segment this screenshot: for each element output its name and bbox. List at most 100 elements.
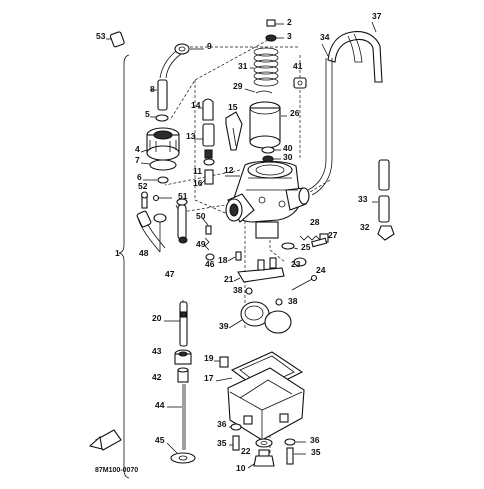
group-label: 1 bbox=[115, 248, 120, 258]
part-13-holder bbox=[194, 123, 215, 147]
part-19-jet bbox=[214, 356, 229, 368]
part-32-cap bbox=[377, 225, 395, 241]
callout-c27: 27 bbox=[328, 230, 338, 240]
part-8-hose-tube bbox=[150, 79, 168, 111]
callout-c36b: 36 bbox=[217, 419, 227, 429]
callout-c20: 20 bbox=[152, 313, 162, 323]
callout-c42: 42 bbox=[152, 372, 162, 382]
callout-c45: 45 bbox=[155, 435, 165, 445]
float-bowl bbox=[227, 367, 305, 441]
callout-c11: 11 bbox=[193, 166, 202, 176]
callout-c31: 31 bbox=[238, 61, 248, 71]
part-44-rod bbox=[167, 384, 186, 450]
part-15-bracket bbox=[225, 111, 243, 151]
callout-c52: 52 bbox=[138, 181, 148, 191]
part-27-screw bbox=[311, 237, 328, 248]
callout-c51: 51 bbox=[178, 191, 188, 201]
callout-c23: 23 bbox=[291, 259, 301, 269]
part-30-seal bbox=[262, 155, 281, 163]
callout-c29: 29 bbox=[233, 81, 243, 91]
part-24-pin bbox=[291, 274, 318, 291]
part-11-collar bbox=[203, 149, 215, 166]
part-36-washer-right bbox=[284, 438, 306, 446]
callout-c13: 13 bbox=[186, 131, 196, 141]
part-14-cap bbox=[198, 98, 214, 121]
part-25-spring bbox=[281, 242, 299, 250]
callout-c46: 46 bbox=[205, 259, 215, 269]
part-48-cable bbox=[136, 210, 167, 253]
callout-c4: 4 bbox=[135, 144, 140, 154]
part-2-screw bbox=[266, 19, 284, 27]
part-31-spring bbox=[250, 47, 279, 87]
callout-c36: 36 bbox=[310, 435, 320, 445]
part-43-holder bbox=[174, 349, 192, 365]
part-34-vent-hose bbox=[307, 43, 333, 196]
part-29-clip bbox=[244, 88, 273, 94]
part-3-washer bbox=[265, 34, 284, 42]
part-53-cap bbox=[106, 31, 125, 48]
callout-c12: 12 bbox=[224, 165, 234, 175]
part-10-drain-plug bbox=[247, 449, 275, 469]
part-23-washer bbox=[293, 257, 307, 267]
callout-c8: 8 bbox=[150, 84, 155, 94]
callout-c37: 37 bbox=[372, 11, 382, 21]
callout-c25: 25 bbox=[301, 242, 311, 252]
part-33-drain-tube bbox=[372, 159, 390, 223]
part-36-washer-left bbox=[229, 423, 242, 431]
callout-c32: 32 bbox=[360, 222, 370, 232]
part-41-clamp bbox=[293, 77, 307, 89]
callout-c21: 21 bbox=[224, 274, 234, 284]
part-22-washer bbox=[255, 438, 273, 448]
part-38-pin-right bbox=[275, 298, 283, 306]
callout-c22: 22 bbox=[241, 446, 251, 456]
part-21-float-arm bbox=[233, 257, 285, 283]
part-46-screw bbox=[205, 253, 215, 261]
callout-c10: 10 bbox=[236, 463, 246, 473]
callout-c24: 24 bbox=[316, 265, 326, 275]
callout-c28: 28 bbox=[310, 217, 320, 227]
drawing-code: 87M100-0070 bbox=[95, 467, 138, 474]
callout-c30: 30 bbox=[283, 152, 293, 162]
callout-c40: 40 bbox=[283, 143, 293, 153]
part-47-throttle-cable-end bbox=[175, 198, 188, 244]
callout-c47: 47 bbox=[165, 269, 175, 279]
callout-c34: 34 bbox=[320, 32, 330, 42]
part-4-7-cap-nut bbox=[140, 127, 180, 171]
callout-c3: 3 bbox=[287, 31, 292, 41]
part-49-spring-clip bbox=[204, 237, 210, 251]
callout-c38b: 38 bbox=[288, 296, 298, 306]
front-arrow-icon bbox=[88, 429, 122, 451]
callout-c35: 35 bbox=[311, 447, 321, 457]
callout-c43: 43 bbox=[152, 346, 162, 356]
part-40-ring bbox=[261, 146, 281, 154]
part-18-jet bbox=[227, 251, 242, 262]
callout-c6: 6 bbox=[137, 172, 142, 182]
callout-c50: 50 bbox=[196, 211, 206, 221]
callout-c26: 26 bbox=[290, 108, 300, 118]
callout-c5: 5 bbox=[145, 109, 150, 119]
callout-c53: 53 bbox=[96, 31, 106, 41]
callout-c19: 19 bbox=[204, 353, 214, 363]
callout-c17: 17 bbox=[204, 373, 214, 383]
part-20-needle-jet bbox=[164, 301, 188, 347]
callout-c33: 33 bbox=[358, 194, 368, 204]
part-16-washer bbox=[199, 169, 214, 186]
part-5-o-ring bbox=[150, 114, 169, 122]
part-50-jet bbox=[202, 218, 212, 235]
callout-c48: 48 bbox=[139, 248, 149, 258]
callout-c35b: 35 bbox=[217, 438, 227, 448]
callout-c49: 49 bbox=[196, 239, 206, 249]
callout-c15: 15 bbox=[228, 102, 238, 112]
callout-c16: 16 bbox=[193, 178, 203, 188]
part-39-float-right bbox=[228, 310, 292, 334]
part-35-screw-left bbox=[229, 435, 240, 451]
part-52-screw bbox=[140, 191, 149, 209]
part-37-vent-tube bbox=[327, 21, 383, 83]
callout-c7: 7 bbox=[135, 155, 140, 165]
callout-c9: 9 bbox=[207, 41, 212, 51]
callout-c41: 41 bbox=[293, 61, 303, 71]
part-42-main-jet bbox=[177, 367, 189, 383]
